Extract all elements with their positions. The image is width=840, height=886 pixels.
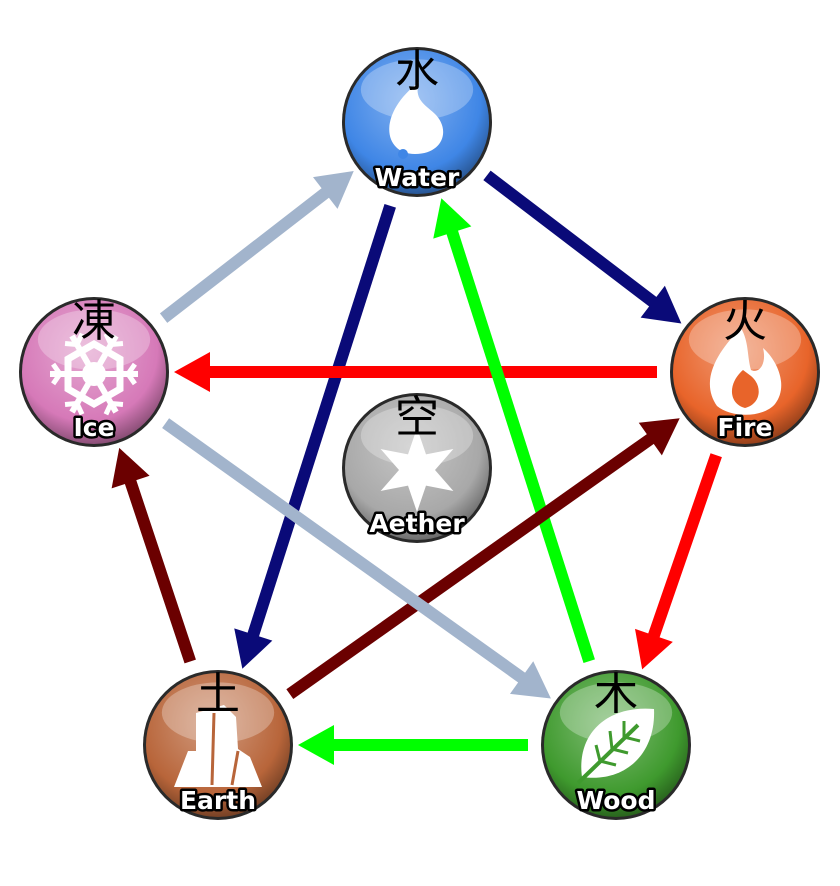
arrow-water-to-fire: [483, 170, 682, 324]
node-aether-label: Aether: [369, 509, 465, 538]
arrow-head: [638, 418, 680, 456]
arrow-ice-to-water: [159, 170, 354, 323]
flame-icon: [709, 328, 782, 415]
star-icon: [380, 428, 454, 512]
snowflake-icon: [50, 332, 138, 416]
arrow-shaft: [286, 432, 656, 700]
arrows: [111, 170, 722, 765]
arrow-shaft: [159, 187, 331, 323]
nodes: 水 Water 火 Fire 木 Wood 土 Earth 凍 Ice 空 Aether: [19, 46, 820, 820]
node-ice-label: Ice: [73, 413, 114, 442]
node-aether-kanji: 空: [395, 392, 439, 443]
arrow-shaft: [483, 170, 658, 308]
leaf-icon: [576, 708, 655, 785]
arrow-fire-to-wood: [635, 453, 722, 670]
arrow-shaft: [162, 418, 527, 684]
node-ice-kanji: 凍: [72, 296, 116, 347]
arrow-head: [640, 285, 682, 324]
arrow-head: [433, 198, 472, 239]
arrow-head: [509, 661, 551, 699]
node-aether: 空 Aether: [342, 392, 492, 543]
node-earth: 土 Earth: [143, 669, 293, 820]
node-ice: 凍 Ice: [19, 296, 169, 447]
node-water: 水 Water: [342, 46, 492, 197]
arrow-wood-to-water: [433, 198, 595, 663]
arrow-shaft: [647, 453, 722, 640]
arrow-head: [234, 628, 273, 669]
arrow-head: [298, 725, 334, 765]
arrow-head: [313, 170, 354, 209]
arrow-head: [174, 352, 210, 392]
arrow-head: [111, 447, 150, 489]
arrow-earth-to-fire: [286, 418, 680, 700]
arrow-earth-to-ice: [111, 447, 196, 664]
arrow-head: [635, 628, 673, 670]
node-wood-kanji: 木: [594, 669, 638, 720]
arrow-shaft: [246, 204, 396, 639]
node-wood-label: Wood: [577, 786, 656, 815]
node-fire-kanji: 火: [723, 296, 767, 347]
arrow-water-to-earth: [234, 204, 396, 669]
arrow-ice-to-wood: [162, 418, 551, 699]
node-earth-label: Earth: [180, 786, 256, 815]
arrow-shaft: [445, 228, 595, 663]
node-wood: 木 Wood: [541, 669, 691, 820]
arrow-shaft: [124, 478, 196, 664]
arrow-wood-to-earth: [298, 725, 528, 765]
water-drop-icon: [389, 82, 444, 159]
node-earth-kanji: 土: [196, 669, 240, 720]
node-fire-label: Fire: [718, 413, 773, 442]
node-water-kanji: 水: [395, 46, 439, 97]
node-fire: 火 Fire: [670, 296, 820, 447]
arrow-fire-to-ice: [174, 352, 657, 392]
node-water-label: Water: [375, 163, 460, 192]
rock-icon: [174, 705, 262, 787]
